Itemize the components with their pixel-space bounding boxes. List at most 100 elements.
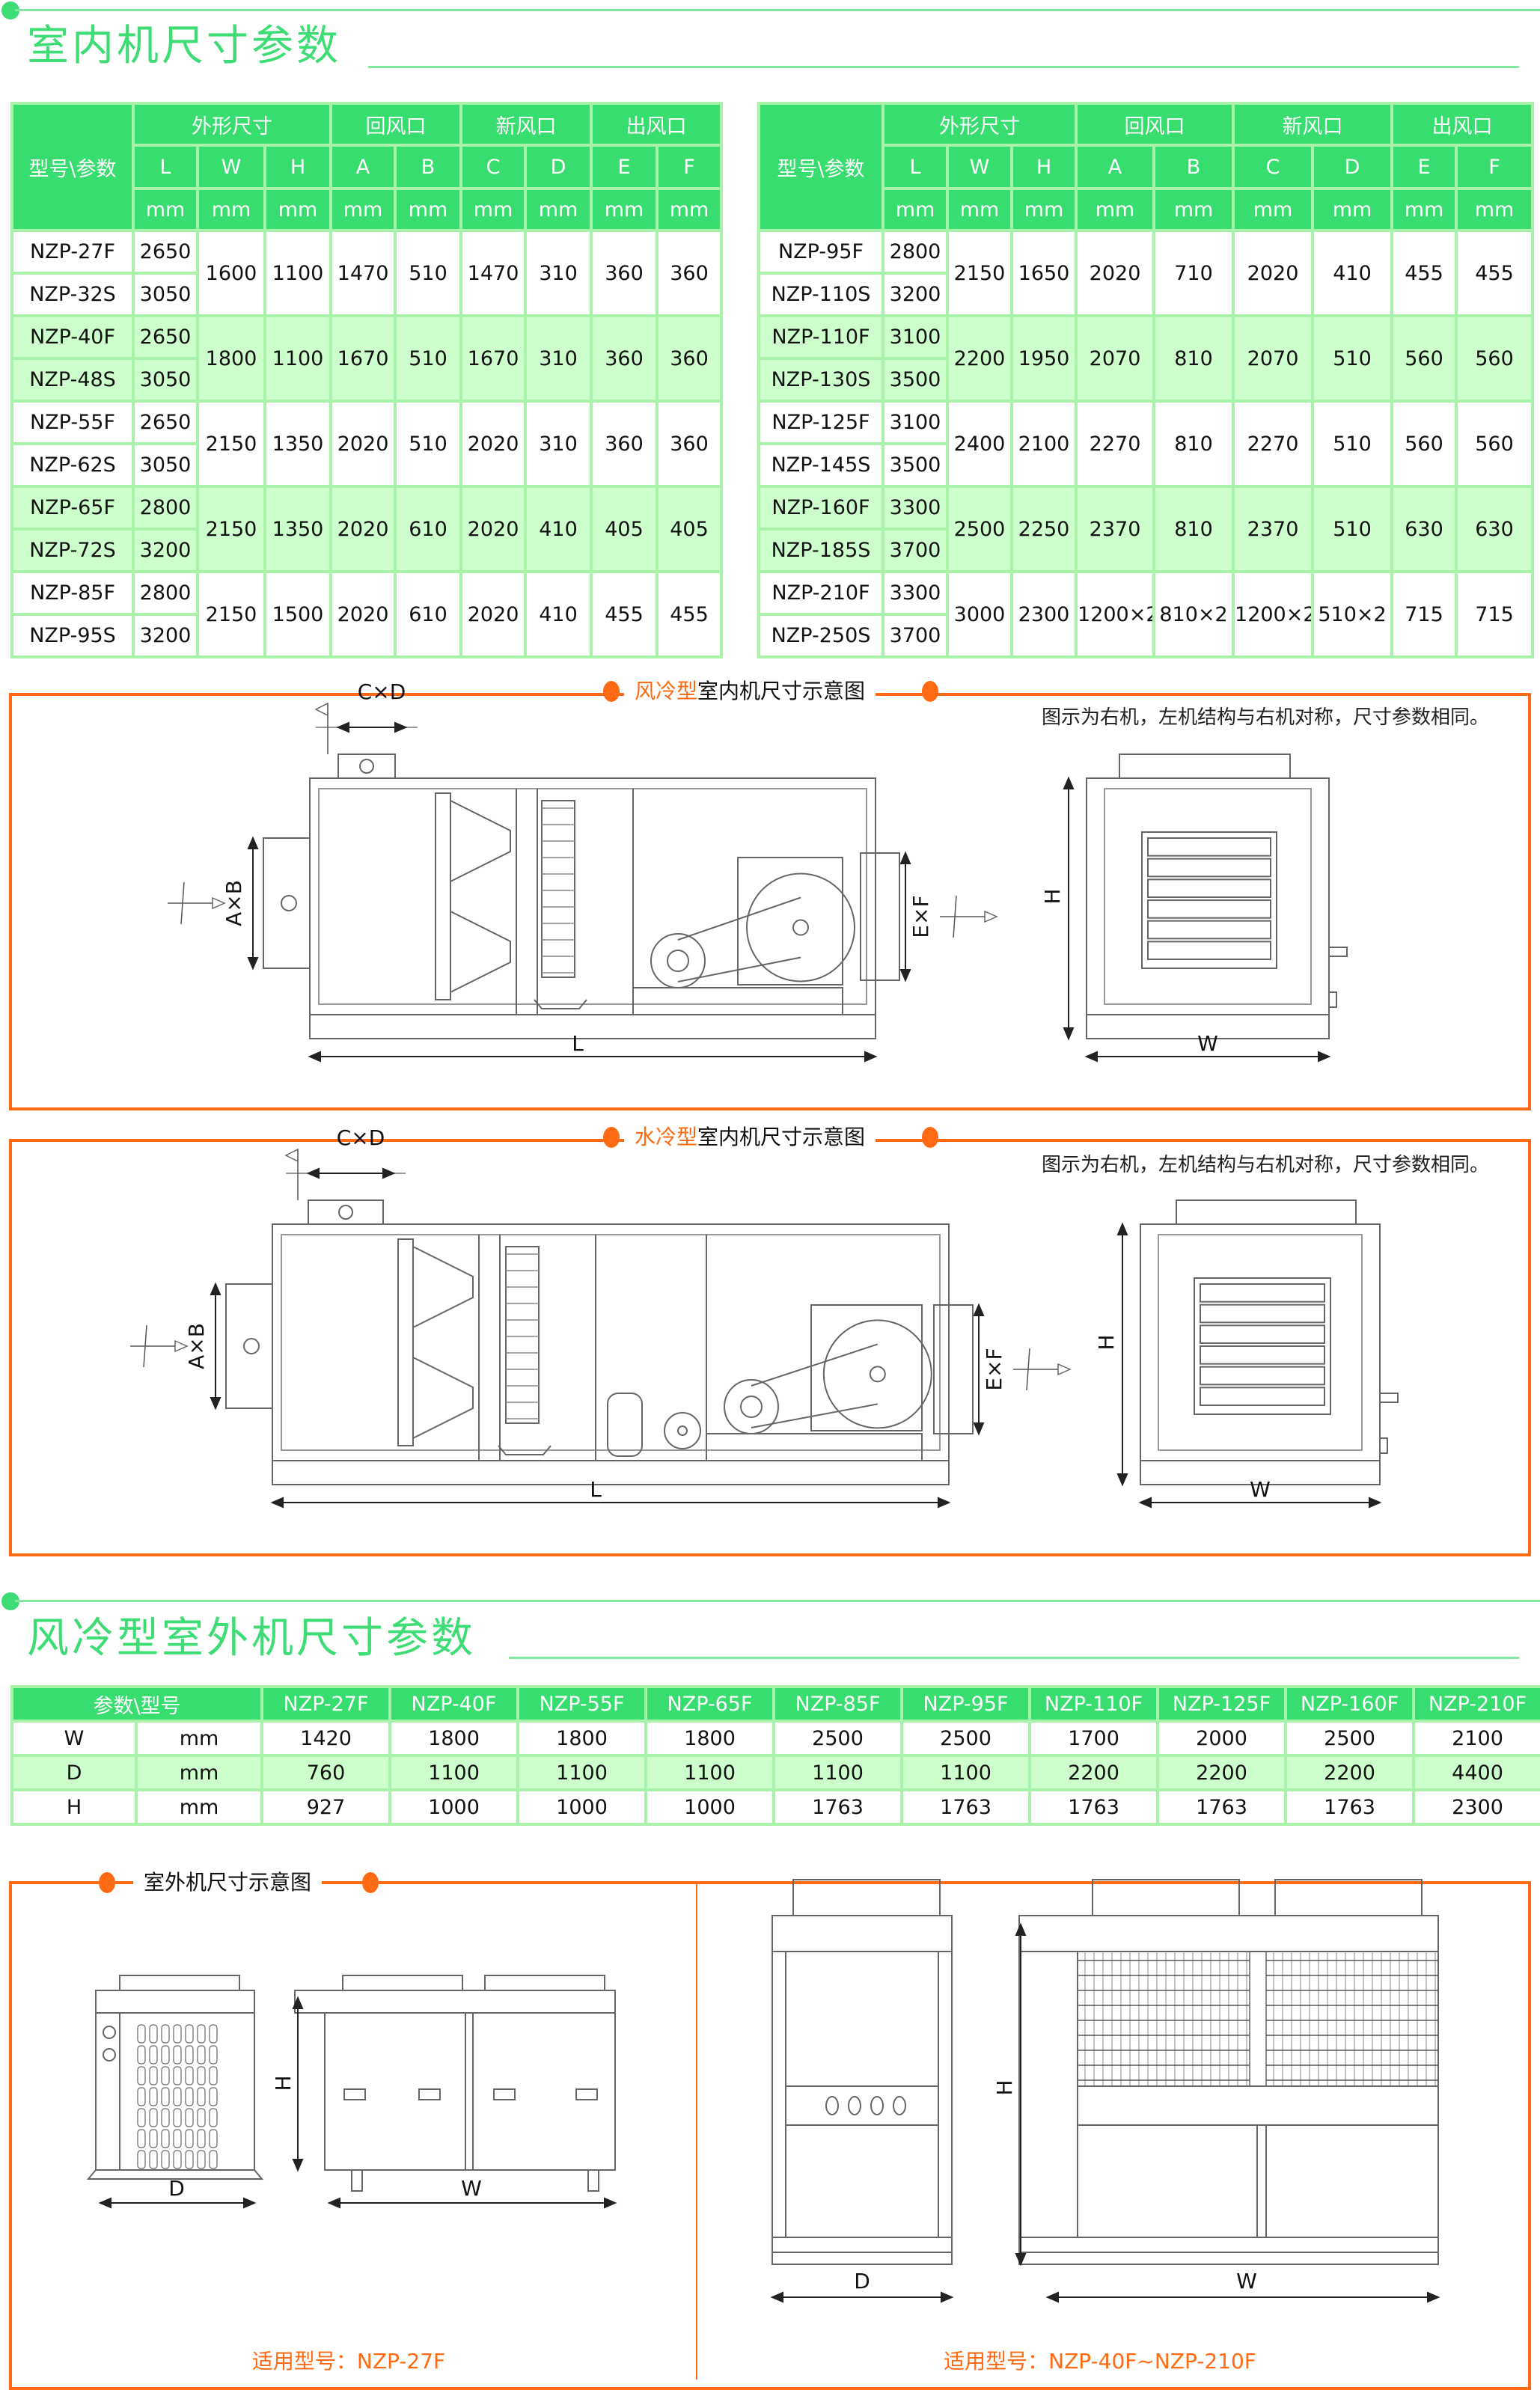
arrowhead xyxy=(1138,1497,1382,1509)
airflow-arrow-head xyxy=(174,1339,189,1353)
model-cell: NZP-250S xyxy=(757,613,884,658)
value-cell-d: 510 xyxy=(1311,314,1394,403)
fan-hub xyxy=(792,919,809,936)
width-label: W xyxy=(1236,2269,1257,2293)
unit-header: mm xyxy=(132,187,199,232)
vent-slot xyxy=(149,2108,158,2127)
value-cell: 2000 xyxy=(1156,1720,1288,1757)
fresh-air-duct xyxy=(337,754,396,779)
value-cell-b: 510 xyxy=(394,314,463,403)
value-cell-h: 1100 xyxy=(263,314,333,403)
section-divider xyxy=(15,1600,1540,1602)
vent-slot xyxy=(173,2045,182,2064)
front-top-duct xyxy=(1119,754,1291,779)
ef-label: E×F xyxy=(982,1348,1006,1390)
vent-slot xyxy=(149,2150,158,2169)
drain-pan xyxy=(534,999,587,1009)
vent-slot xyxy=(137,2024,146,2044)
value-cell-f: 560 xyxy=(1455,314,1535,403)
pipe-port-icon xyxy=(870,2096,884,2115)
top-fan-guard xyxy=(119,1975,240,1991)
length-cell: 3500 xyxy=(881,357,949,403)
param-cell: D xyxy=(10,1754,138,1791)
outdoor-section-title: 风冷型室外机尺寸参数 xyxy=(27,1614,476,1663)
arrowhead xyxy=(327,2197,617,2209)
airflow-arrow-tick xyxy=(953,895,957,938)
louver-slat xyxy=(1200,1345,1325,1365)
column-header: E xyxy=(590,144,659,190)
value-cell-c: 2020 xyxy=(459,485,528,573)
top-fan-guard xyxy=(1092,1879,1240,1916)
value-cell-w: 3000 xyxy=(946,570,1013,658)
louver-slat xyxy=(1147,941,1271,961)
model-cell: NZP-40F xyxy=(10,314,135,360)
unit-header: mm xyxy=(196,187,266,232)
value-cell: 1800 xyxy=(388,1720,520,1757)
unit-header: mm xyxy=(394,187,463,232)
length-cell: 3100 xyxy=(881,314,949,360)
unit-base xyxy=(309,1014,876,1039)
compressor xyxy=(607,1393,643,1457)
group-header: 回风口 xyxy=(1075,102,1235,147)
column-header: C xyxy=(1232,144,1315,190)
vent-slot xyxy=(197,2129,206,2148)
evaporator-coil xyxy=(505,1246,540,1424)
vent-slot xyxy=(209,2129,218,2148)
vent-slot xyxy=(209,2066,218,2085)
title-underline xyxy=(368,66,1519,68)
small-unit-front xyxy=(324,2012,616,2171)
model-cell: NZP-95F xyxy=(757,229,884,275)
corner-header: 型号\参数 xyxy=(757,102,884,232)
value-cell: 4400 xyxy=(1412,1754,1540,1791)
top-fan-guard xyxy=(342,1975,463,1991)
value-cell-d: 510 xyxy=(1311,400,1394,488)
motor-shaft xyxy=(740,1396,763,1418)
value-cell: 1763 xyxy=(1284,1788,1416,1826)
value-cell: 1100 xyxy=(516,1754,648,1791)
value-cell-a: 2370 xyxy=(1075,485,1156,573)
vent-slot xyxy=(161,2129,170,2148)
value-cell-d: 410 xyxy=(1311,229,1394,317)
length-cell: 3200 xyxy=(132,528,199,573)
value-cell-d: 410 xyxy=(524,570,593,658)
door-handle xyxy=(418,2088,441,2100)
value-cell: 1000 xyxy=(516,1788,648,1826)
vent-slot xyxy=(197,2150,206,2169)
model-header: NZP-27F xyxy=(260,1685,392,1723)
corner-header: 参数\型号 xyxy=(10,1685,264,1723)
value-cell-c: 1200×2 xyxy=(1232,570,1315,658)
drive-belt xyxy=(677,896,801,941)
filter-panel xyxy=(435,792,451,1000)
door-handle xyxy=(343,2088,366,2100)
arrowhead xyxy=(770,2291,954,2303)
unit-header: mm xyxy=(1390,187,1458,232)
vent-slot xyxy=(149,2087,158,2106)
unit-cell: mm xyxy=(134,1788,264,1826)
value-cell-c: 2020 xyxy=(459,400,528,488)
diagram-note: 图示为右机，左机结构与右机对称，尺寸参数相同。 xyxy=(1042,706,1490,729)
value-cell-c: 1670 xyxy=(459,314,528,403)
length-cell: 2800 xyxy=(132,570,199,616)
fan-wheel xyxy=(746,872,855,982)
value-cell-d: 310 xyxy=(524,400,593,488)
caption-large-unit: 适用型号：NZP-40F~NZP-210F xyxy=(944,2349,1256,2374)
gauge-icon xyxy=(103,2026,116,2039)
louver-slat xyxy=(1147,878,1271,899)
motor-shaft xyxy=(667,950,689,972)
value-cell-b: 810×2 xyxy=(1152,570,1235,658)
column-header: F xyxy=(656,144,724,190)
model-cell: NZP-72S xyxy=(10,528,135,573)
value-cell-w: 2150 xyxy=(196,570,266,658)
panel-divider xyxy=(696,1883,697,2380)
title-dot-left xyxy=(603,681,620,702)
value-cell-c: 1470 xyxy=(459,229,528,317)
